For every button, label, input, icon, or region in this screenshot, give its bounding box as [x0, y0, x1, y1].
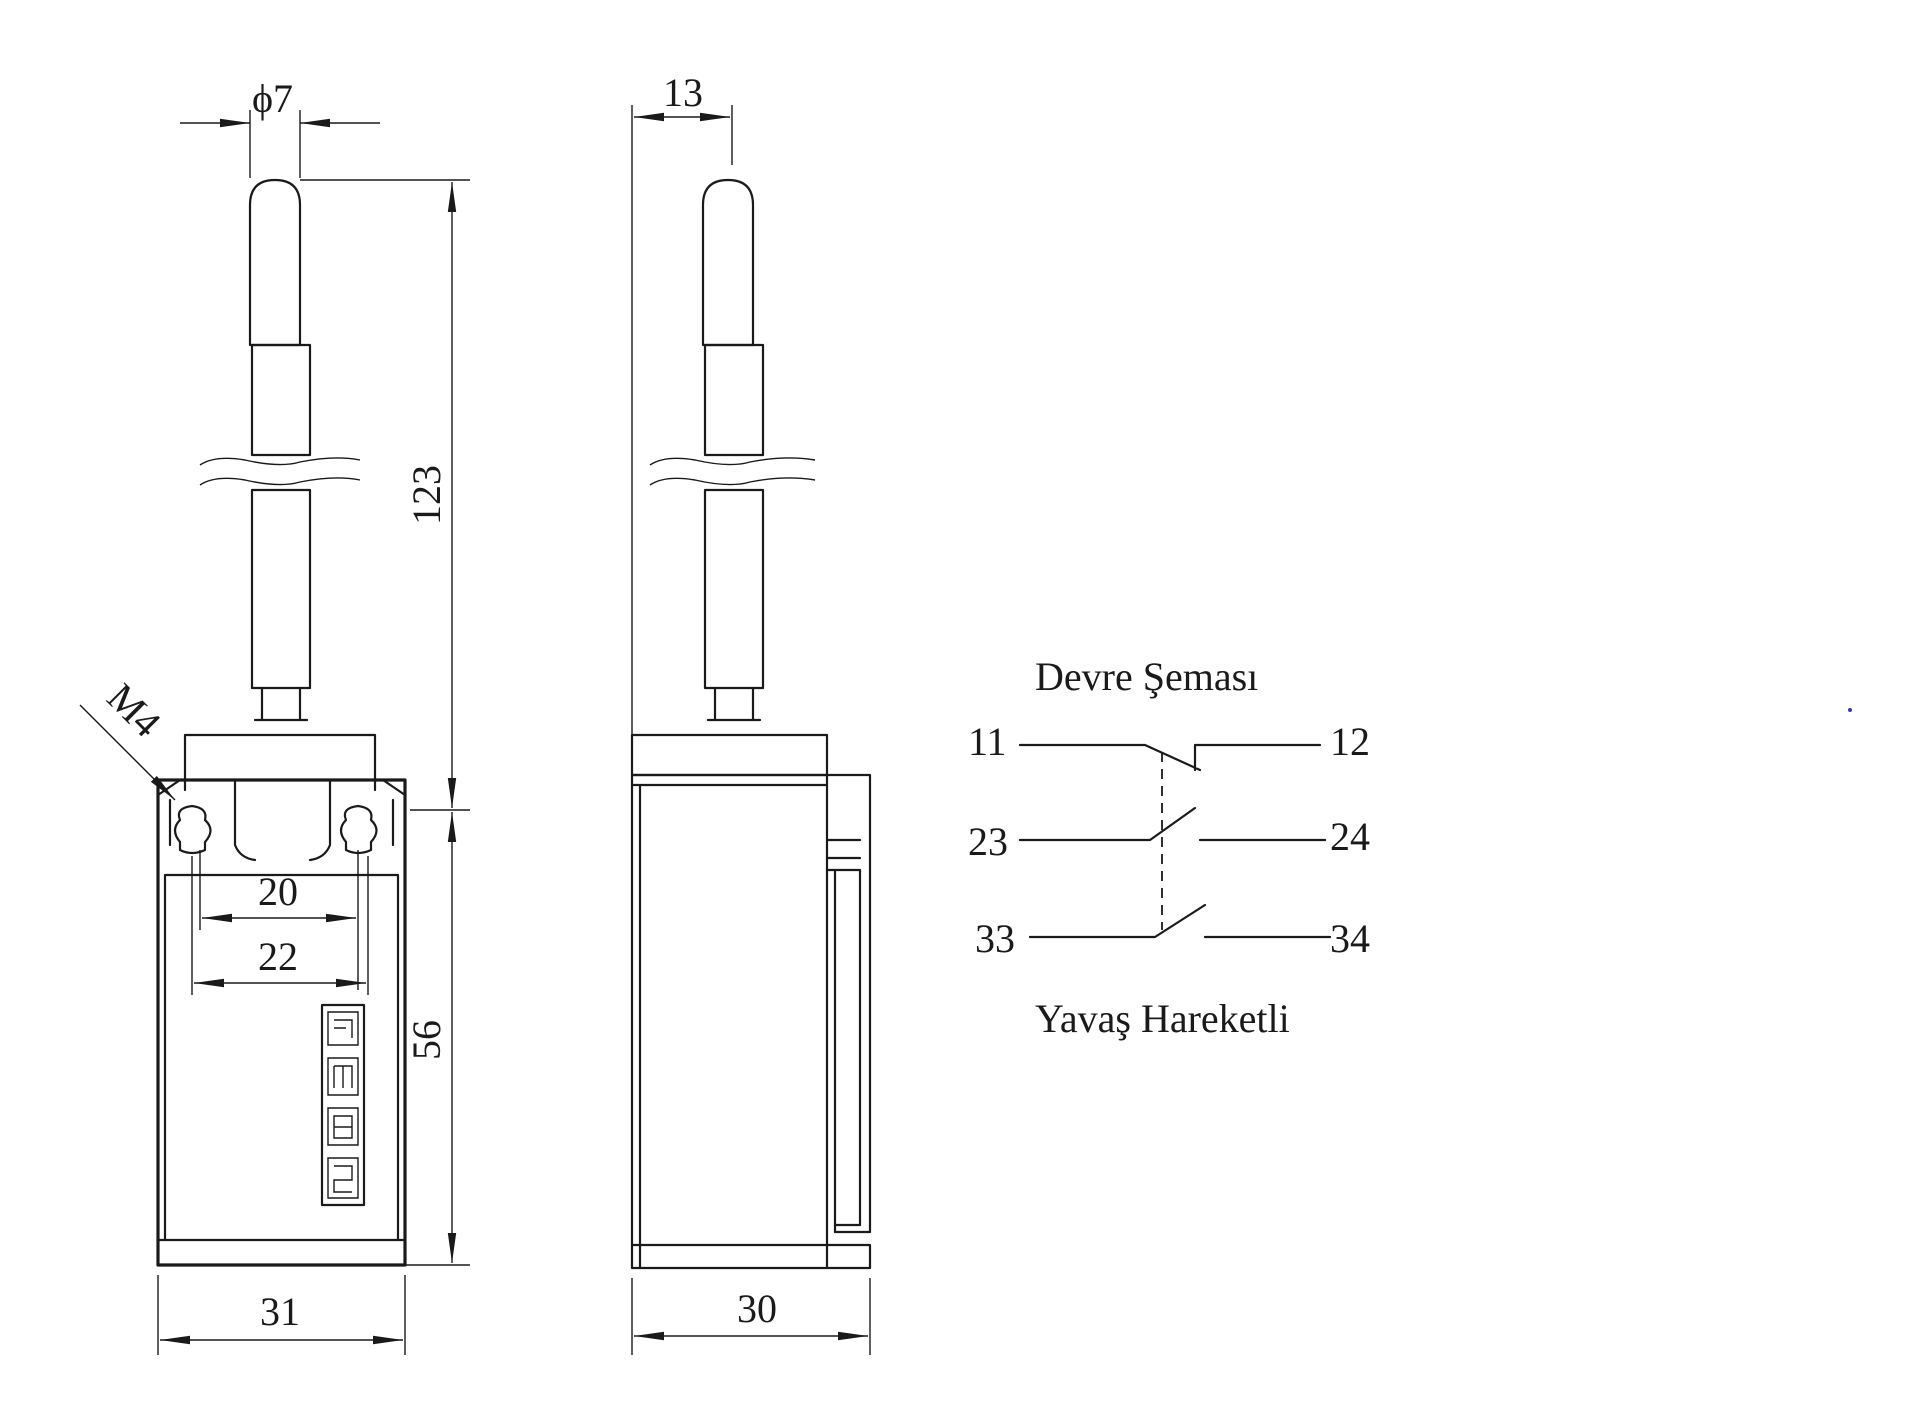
circuit-subtitle: Yavaş Hareketli [1035, 996, 1290, 1041]
dim-hole-spacing-inner: 20 [258, 869, 298, 914]
side-top-cap [630, 733, 829, 777]
contact-11-12 [1018, 743, 1322, 772]
circuit-title: Devre Şeması [1035, 654, 1258, 699]
side-spring-upper [703, 343, 765, 457]
dim-body-height: 56 [404, 1020, 449, 1060]
front-dimensions: ϕ7 123 56 20 22 31 M4 [79, 76, 470, 1355]
front-spring-lower [250, 488, 312, 690]
terminal-33: 33 [975, 916, 1015, 961]
front-break-mark [199, 457, 361, 486]
terminal-23: 23 [968, 819, 1008, 864]
front-mount-hole-right [339, 804, 378, 855]
terminal-34: 34 [1330, 916, 1370, 961]
front-mount-hole-left [173, 804, 212, 855]
front-top-cap [183, 733, 377, 782]
dim-front-width: 31 [260, 1289, 300, 1334]
side-rod-cap [701, 178, 755, 347]
front-spring-upper [250, 343, 312, 457]
side-body [630, 773, 872, 1270]
circuit-diagram: Devre Şeması 11 12 23 24 33 34 Yavaş Har… [968, 654, 1370, 1041]
front-rod-cap [248, 178, 302, 347]
side-spring-lower [703, 488, 765, 690]
side-mount-bracket [825, 773, 872, 1234]
dim-side-offset: 13 [663, 70, 703, 115]
side-view [630, 178, 872, 1270]
dim-hole-spacing-outer: 22 [258, 934, 298, 979]
side-rod-neck [706, 686, 762, 722]
terminal-11: 11 [968, 719, 1007, 764]
terminal-12: 12 [1330, 719, 1370, 764]
dim-total-height: 123 [404, 465, 449, 525]
side-break-mark [649, 457, 816, 486]
emas-logo [320, 1003, 366, 1207]
front-view [156, 178, 407, 1267]
contact-33-34 [1028, 903, 1332, 939]
front-body-top-detail [156, 778, 407, 862]
dim-rod-diameter: ϕ7 [252, 76, 293, 121]
terminal-24: 24 [1330, 814, 1370, 859]
stray-dot [1848, 708, 1852, 712]
dim-side-width: 30 [737, 1286, 777, 1331]
front-body-inner [156, 873, 407, 1242]
front-rod-neck [253, 686, 309, 722]
side-dimensions: 13 30 [631, 70, 871, 1355]
contact-23-24 [1018, 806, 1327, 842]
